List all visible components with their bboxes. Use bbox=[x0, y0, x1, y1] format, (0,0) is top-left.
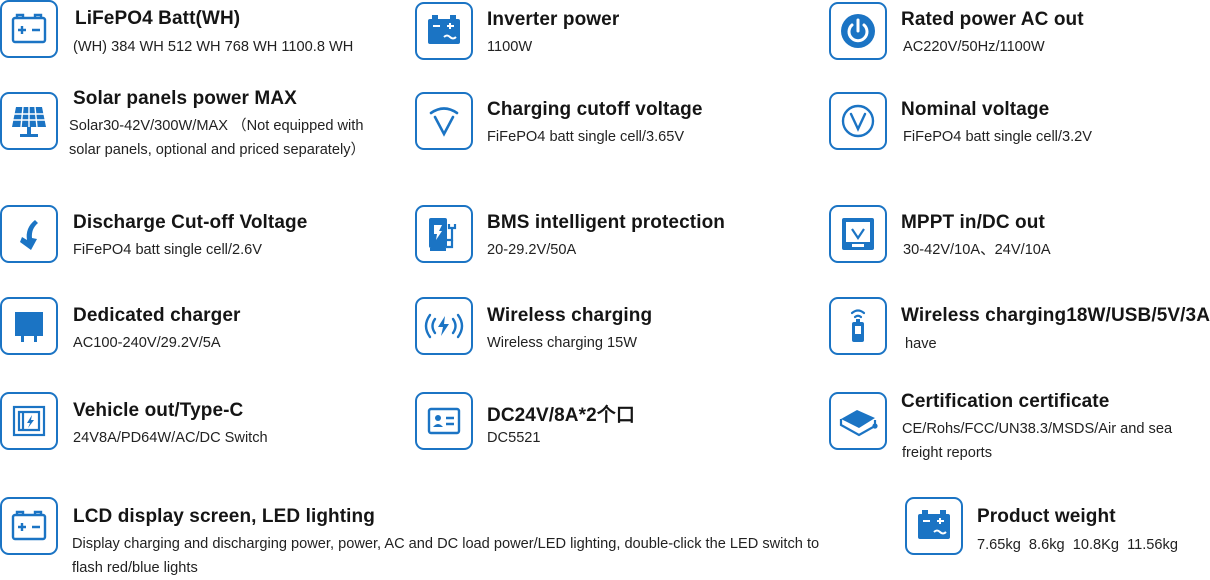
voltage-v-icon bbox=[415, 92, 473, 150]
wireless-charging-icon bbox=[415, 297, 473, 355]
monitor-icon bbox=[829, 205, 887, 263]
spec-title: LCD display screen, LED lighting bbox=[73, 506, 375, 527]
discharge-arrow-icon bbox=[0, 205, 58, 263]
spec-title: Wireless charging18W/USB/5V/3A bbox=[901, 305, 1210, 326]
spec-desc: 1100W bbox=[487, 39, 533, 55]
id-card-icon bbox=[415, 392, 473, 450]
spec-desc: CE/Rohs/FCC/UN38.3/MSDS/Air and sea frei… bbox=[902, 421, 1173, 461]
spec-title: Dedicated charger bbox=[73, 305, 241, 326]
charger-icon bbox=[0, 297, 58, 355]
voltage-circle-icon bbox=[829, 92, 887, 150]
spec-title: Vehicle out/Type-C bbox=[73, 400, 244, 421]
bms-plug-icon bbox=[415, 205, 473, 263]
battery-icon bbox=[0, 0, 58, 58]
phone-wireless-icon bbox=[829, 297, 887, 355]
spec-desc: Solar30-42V/300W/MAX （Not equipped with … bbox=[69, 118, 366, 158]
spec-title: LiFePO4 Batt(WH) bbox=[75, 8, 241, 29]
spec-desc: 24V8A/PD64W/AC/DC Switch bbox=[73, 430, 268, 446]
spec-title: Solar panels power MAX bbox=[73, 88, 297, 109]
vehicle-out-icon bbox=[0, 392, 58, 450]
inverter-icon bbox=[415, 2, 473, 60]
spec-desc: 30-42V/10A、24V/10A bbox=[903, 242, 1051, 258]
spec-desc: 7.65kg 8.6kg 10.8Kg 11.56kg bbox=[977, 537, 1178, 553]
solar-panel-icon bbox=[0, 92, 58, 150]
spec-title: Inverter power bbox=[487, 9, 620, 30]
spec-desc: Display charging and discharging power, … bbox=[72, 536, 820, 576]
spec-desc: (WH) 384 WH 512 WH 768 WH 1100.8 WH bbox=[73, 39, 354, 55]
spec-title: DC24V/8A*2个口 bbox=[487, 405, 635, 426]
spec-desc: FiFePO4 batt single cell/2.6V bbox=[73, 242, 262, 258]
spec-title: Product weight bbox=[977, 506, 1116, 527]
spec-desc: DC5521 bbox=[487, 430, 541, 446]
spec-desc: AC100-240V/29.2V/5A bbox=[73, 335, 221, 351]
battery-icon bbox=[0, 497, 58, 555]
spec-desc: FiFePO4 batt single cell/3.65V bbox=[487, 129, 685, 145]
battery-wave-icon bbox=[905, 497, 963, 555]
spec-desc: Wireless charging 15W bbox=[487, 335, 638, 351]
spec-title: Charging cutoff voltage bbox=[487, 99, 703, 120]
spec-title: BMS intelligent protection bbox=[487, 212, 725, 233]
power-icon bbox=[829, 2, 887, 60]
spec-title: Certification certificate bbox=[901, 391, 1110, 412]
spec-title: Nominal voltage bbox=[901, 99, 1050, 120]
spec-title: Discharge Cut-off Voltage bbox=[73, 212, 308, 233]
spec-desc: FiFePO4 batt single cell/3.2V bbox=[903, 129, 1092, 145]
spec-desc: AC220V/50Hz/1100W bbox=[903, 39, 1045, 55]
spec-desc: have bbox=[905, 336, 937, 352]
spec-title: MPPT in/DC out bbox=[901, 212, 1045, 233]
certificate-icon bbox=[829, 392, 887, 450]
spec-desc: 20-29.2V/50A bbox=[487, 242, 577, 258]
spec-title: Rated power AC out bbox=[901, 9, 1084, 30]
spec-title: Wireless charging bbox=[487, 305, 653, 326]
